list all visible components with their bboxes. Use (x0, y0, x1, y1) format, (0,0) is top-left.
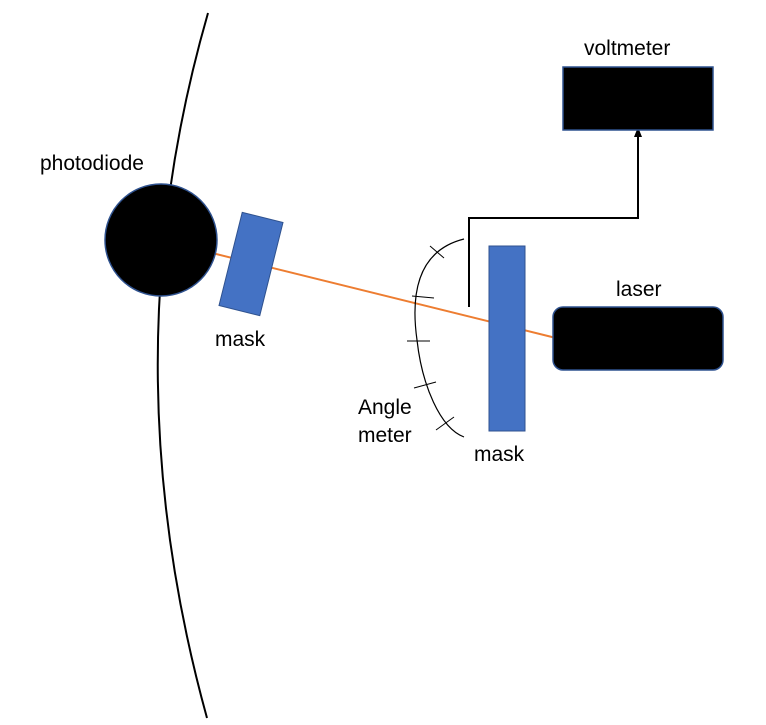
mask-left (218, 211, 284, 317)
angle-tick (411, 295, 435, 299)
laser-device (552, 306, 724, 371)
angle-tick (435, 416, 455, 431)
angle-meter-label-line1: Angle (358, 396, 412, 419)
angle-tick (413, 381, 437, 389)
mask-right (488, 245, 526, 432)
photodiode-sensor (104, 183, 218, 297)
photodiode-label: photodiode (40, 152, 144, 175)
voltmeter-label: voltmeter (584, 37, 670, 60)
laser-label: laser (616, 278, 662, 301)
voltmeter-device (562, 66, 714, 131)
signal-wire (468, 127, 642, 307)
angle-meter-scale (414, 238, 465, 438)
angle-meter-label-line2: meter (358, 424, 412, 447)
circular-rail-arc (156, 12, 209, 719)
angle-tick (429, 245, 445, 259)
mask-right-label: mask (474, 443, 525, 466)
mask-left-label: mask (215, 328, 266, 351)
